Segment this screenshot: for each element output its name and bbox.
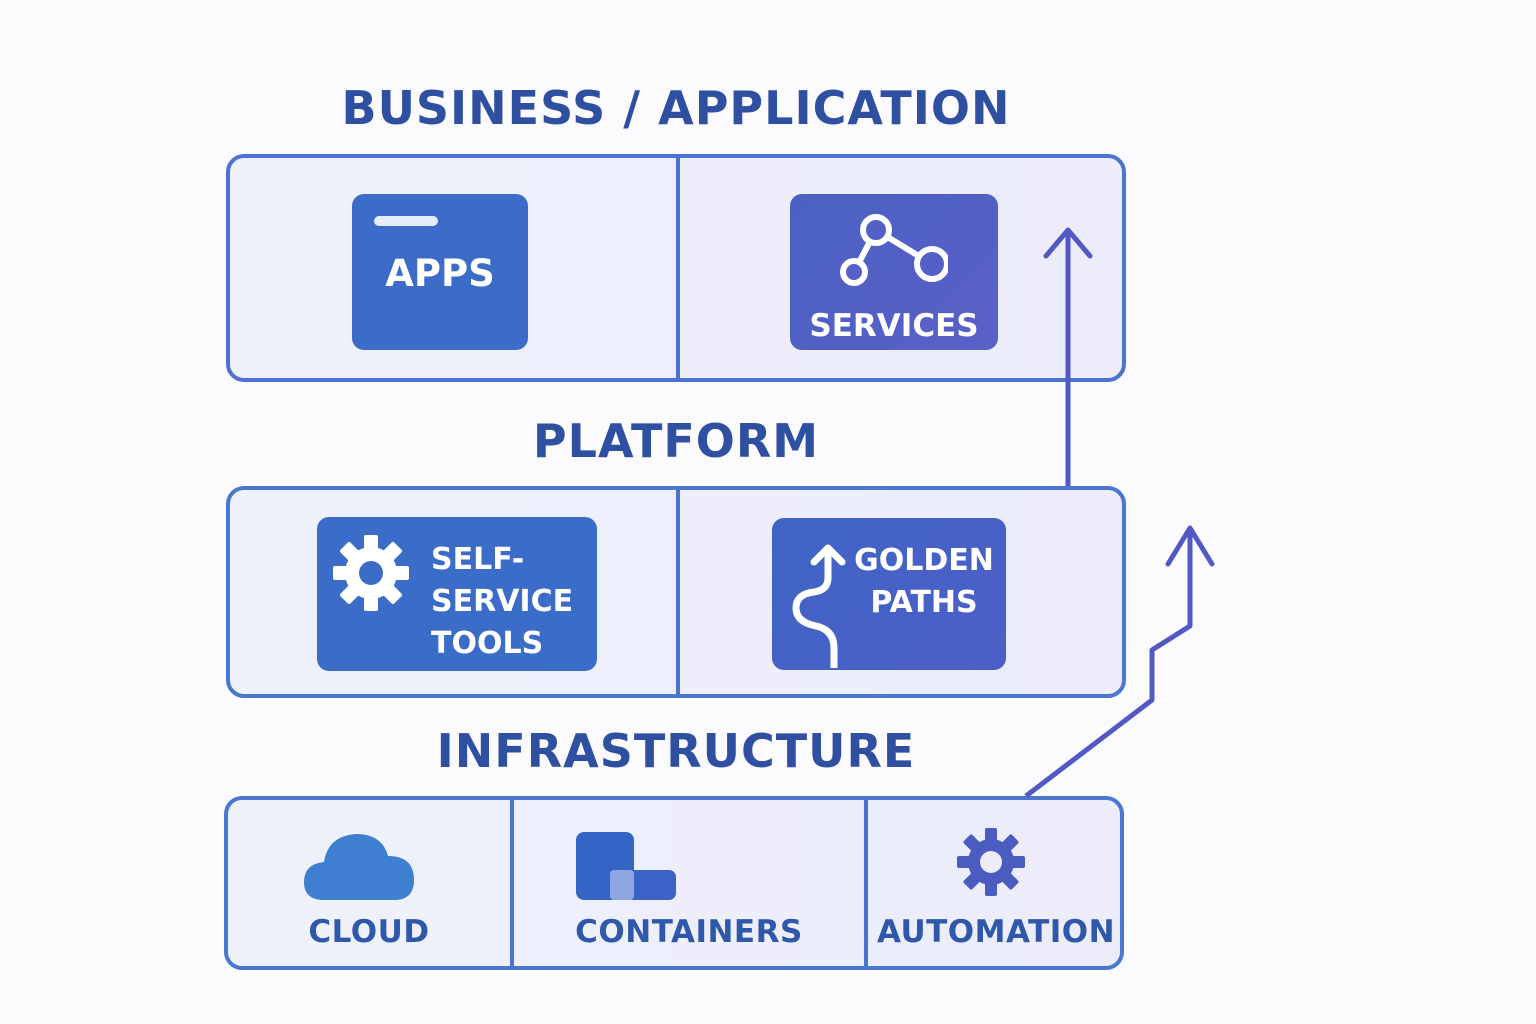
- containers-label: CONTAINERS: [575, 914, 803, 950]
- services-tile: SERVICES: [790, 194, 998, 350]
- self-service-line-1: SELF-: [431, 542, 525, 577]
- network-nodes-icon: [840, 214, 948, 286]
- golden-paths-tile: GOLDEN PATHS: [772, 518, 1006, 670]
- platform-layer-divider: [676, 490, 680, 694]
- winding-path-arrow-icon: [792, 544, 846, 668]
- golden-paths-line-1: GOLDEN: [854, 543, 994, 578]
- gear-icon: [957, 828, 1025, 896]
- platform-layer-title: PLATFORM: [532, 414, 820, 468]
- self-service-line-3: TOOLS: [431, 626, 544, 661]
- business-layer-divider: [676, 158, 680, 378]
- apps-label: APPS: [385, 252, 495, 295]
- infrastructure-layer-title: INFRASTRUCTURE: [436, 724, 916, 778]
- cloud-cell: CLOUD: [228, 800, 510, 966]
- self-service-line-2: SERVICE: [431, 584, 574, 619]
- platform-layer-box: SELF- SERVICE TOOLS GOLDEN PATHS: [226, 486, 1126, 698]
- automation-label: AUTOMATION: [876, 914, 1116, 950]
- business-layer-title: BUSINESS / APPLICATION: [341, 81, 1011, 135]
- business-layer-box: APPS SERVICES: [226, 154, 1126, 382]
- infrastructure-divider-2: [864, 800, 868, 966]
- golden-paths-label: GOLDEN PATHS: [842, 540, 1006, 624]
- services-label: SERVICES: [809, 308, 979, 344]
- cloud-label: CLOUD: [308, 914, 430, 950]
- golden-paths-line-2: PATHS: [870, 585, 978, 620]
- infrastructure-layer-box: CLOUD CONTAINERS AUTOMATION: [224, 796, 1124, 970]
- infrastructure-divider-1: [510, 800, 514, 966]
- apps-tile: APPS: [352, 194, 528, 350]
- gear-icon: [333, 535, 409, 611]
- containers-cell: CONTAINERS: [514, 800, 864, 966]
- self-service-tools-tile: SELF- SERVICE TOOLS: [317, 517, 597, 671]
- window-icon: [374, 216, 438, 226]
- container-blocks-icon: [576, 832, 676, 900]
- self-service-tools-label: SELF- SERVICE TOOLS: [431, 539, 573, 665]
- automation-cell: AUTOMATION: [868, 800, 1124, 966]
- cloud-icon: [304, 834, 414, 900]
